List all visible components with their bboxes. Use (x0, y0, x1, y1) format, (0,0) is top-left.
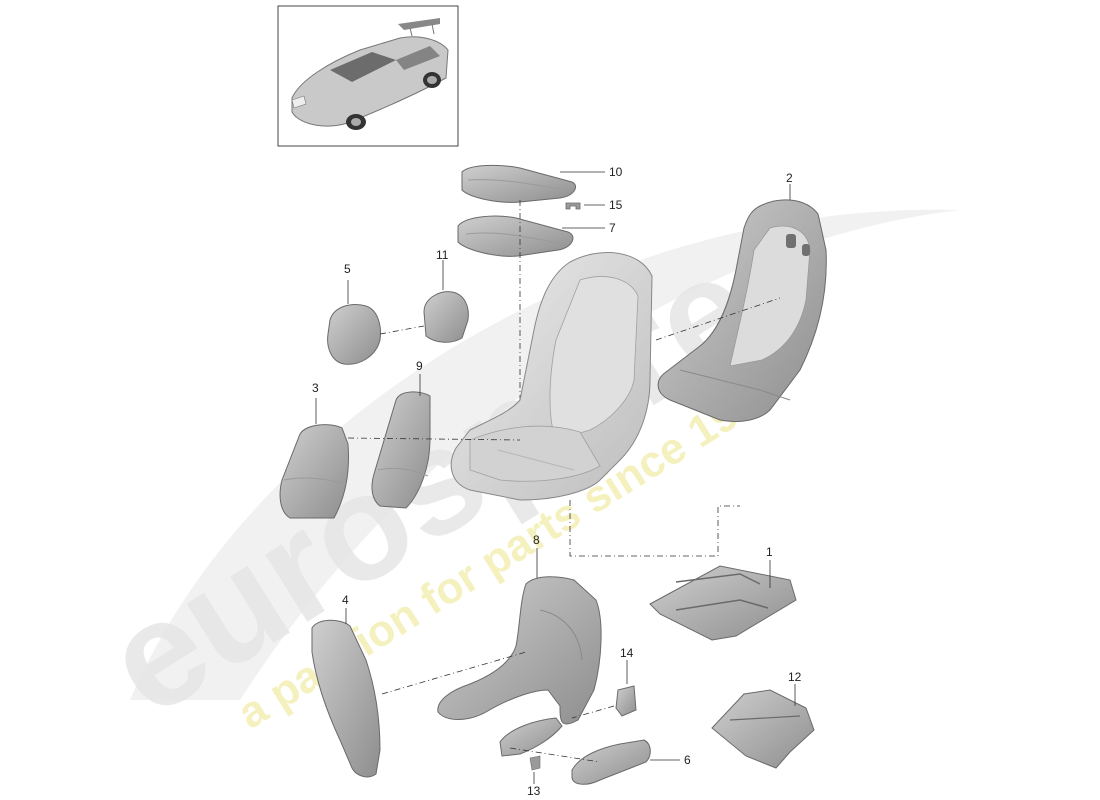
callout-13: 13 (527, 784, 541, 798)
part-3-backrest-pad (279, 424, 349, 519)
part-14-bracket (615, 685, 637, 717)
part-10-cushion (461, 164, 576, 203)
callout-7: 7 (609, 221, 616, 235)
callout-9: 9 (416, 359, 423, 373)
callout-14: 14 (620, 646, 634, 660)
seat-assembly (450, 252, 653, 501)
part-5-headrest-pad (327, 304, 381, 365)
callout-2: 2 (786, 171, 793, 185)
part-9-backrest-trim (371, 391, 431, 509)
callout-10: 10 (609, 165, 623, 179)
callout-11: 11 (436, 248, 449, 262)
part-15-clip (565, 202, 581, 210)
callout-3: 3 (312, 381, 319, 395)
callout-5: 5 (344, 262, 351, 276)
car-icon (291, 18, 449, 130)
part-1-mounting-frame (649, 565, 797, 641)
part-7-cushion (457, 215, 574, 257)
callout-15: 15 (609, 198, 623, 212)
part-11-headrest-trim (423, 291, 469, 343)
car-thumbnail (277, 5, 459, 147)
part-13-hinge-cover (499, 717, 563, 771)
part-12-lower-bracket (711, 689, 815, 769)
callout-6: 6 (684, 753, 691, 767)
callout-1: 1 (766, 545, 773, 559)
part-6-side-cover (571, 739, 651, 785)
part-8-backrest-cover (437, 576, 602, 725)
callout-8: 8 (533, 533, 540, 547)
callout-12: 12 (788, 670, 802, 684)
callout-4: 4 (342, 593, 349, 607)
